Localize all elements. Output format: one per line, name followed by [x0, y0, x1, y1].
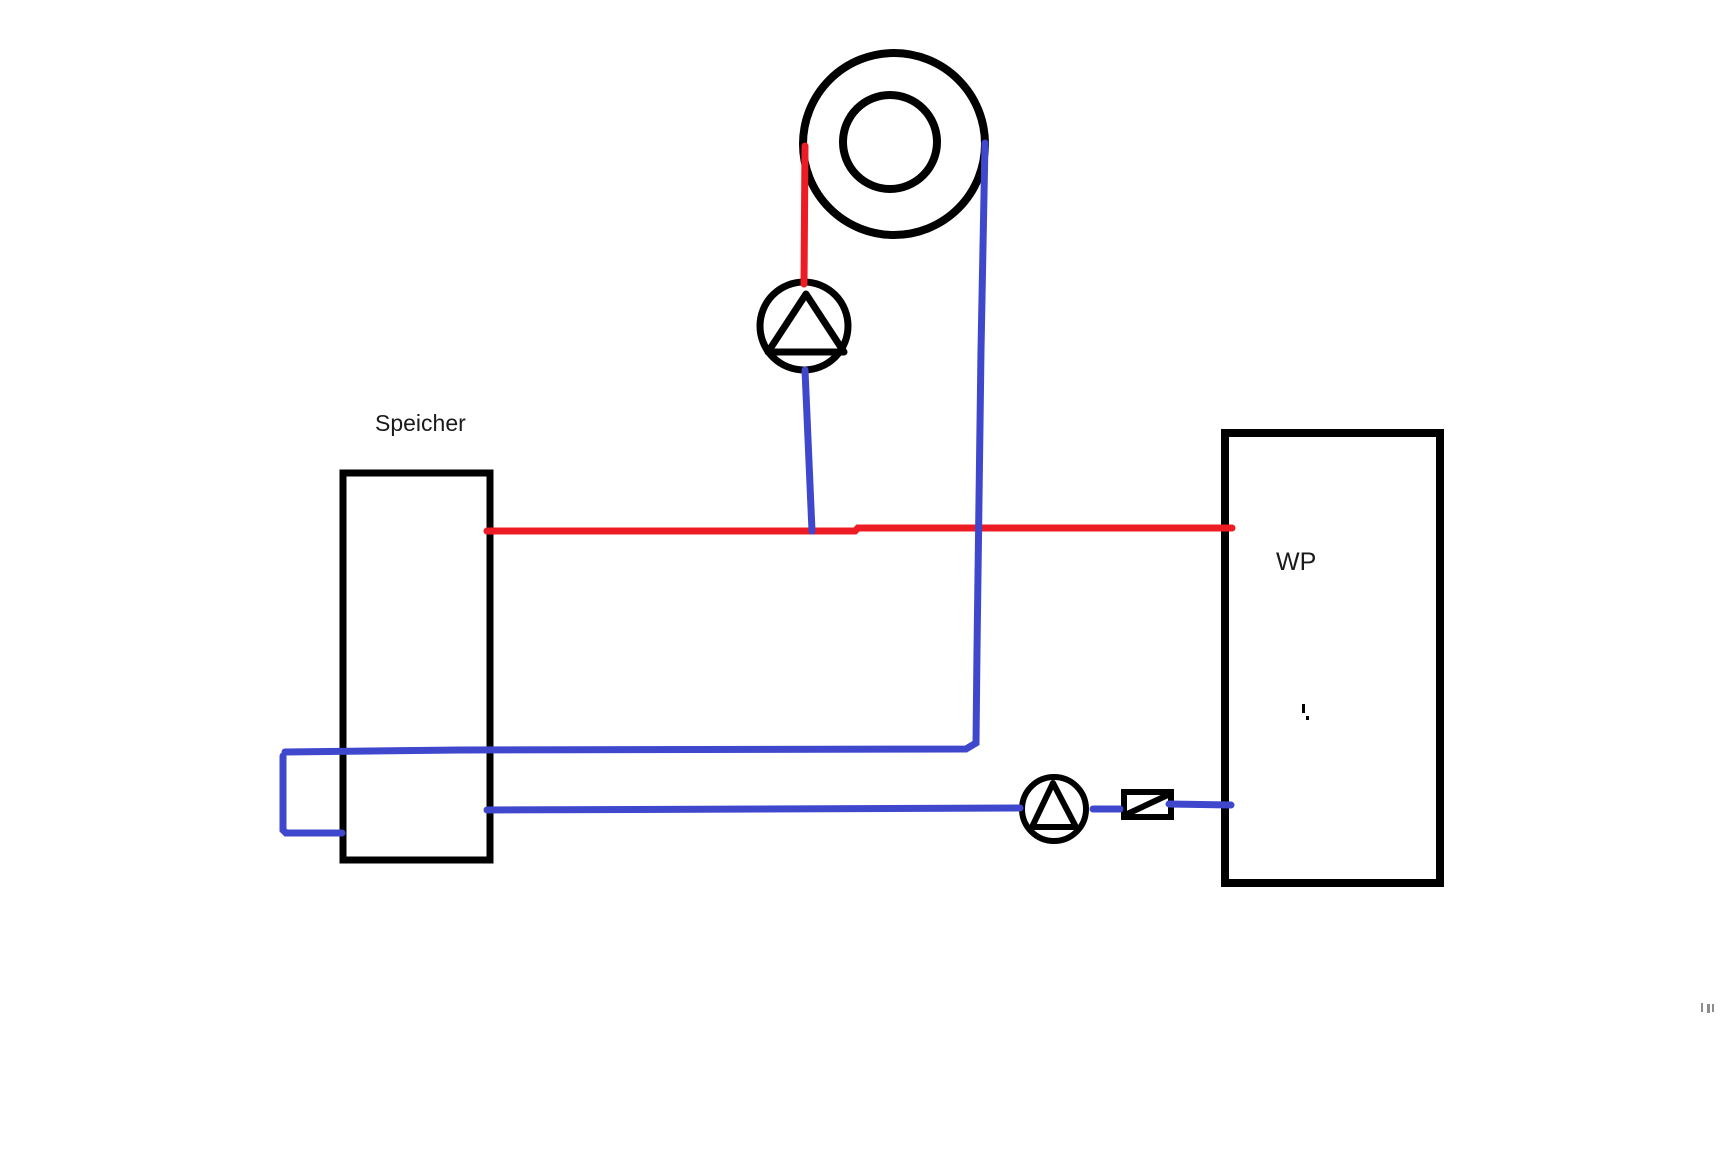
storage-tank-box [339, 469, 494, 864]
cold-pipe-left-loop [279, 752, 346, 837]
stray-mark-gray-tick-1 [1701, 1003, 1703, 1012]
stray-mark-gray-tick-2 [1707, 1004, 1710, 1013]
pump-top-triangle-icon [764, 290, 848, 356]
pump-bottom-triangle-icon [1029, 780, 1079, 830]
heat-pump-label: WP [1276, 548, 1317, 576]
heating-circuit-inner-circle-icon [839, 91, 941, 193]
stray-mark-gray-tick-3 [1712, 1004, 1714, 1012]
heat-pump-box [1221, 429, 1444, 887]
cold-pipe-valve-to-heatpump [1165, 800, 1235, 809]
stray-mark-heatpump-tick [1302, 704, 1305, 713]
cold-pipe-pump-to-main [801, 366, 816, 535]
heating-circuit-outer-circle-icon [799, 49, 989, 239]
cold-pipe-storage-to-pump [483, 804, 1024, 814]
hot-pipe-storage-to-heatpump [483, 524, 1236, 535]
cold-pipe-circuit-to-storage [281, 139, 989, 756]
valve-diagonal-icon [1123, 791, 1172, 818]
stray-mark-heatpump-dot [1306, 716, 1309, 720]
hot-pipe-circuit-to-pump [800, 142, 809, 288]
storage-tank-label: Speicher [375, 410, 466, 436]
